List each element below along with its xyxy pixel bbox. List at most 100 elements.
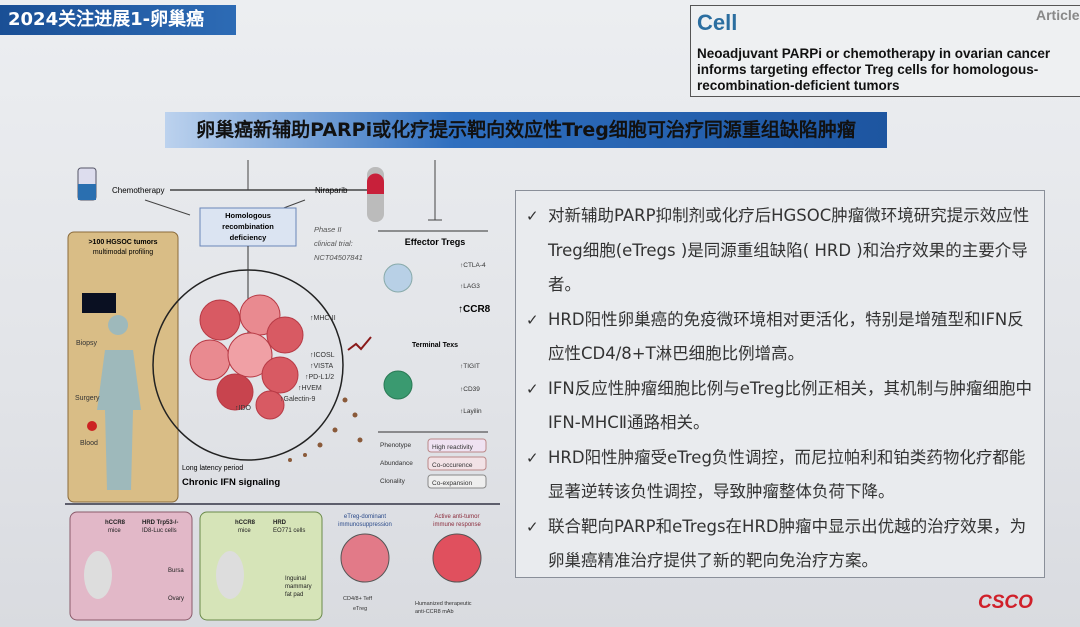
finding-item: ✓对新辅助PARP抑制剂或化疗后HGSOC肿瘤微环境研究提示效应性Treg细胞(… xyxy=(526,199,1034,303)
figure-shape: ↑TIGIT ↑CD39 ↑Layilin xyxy=(460,363,482,415)
figure-shape xyxy=(342,397,348,403)
journal-logo: Cell xyxy=(697,10,738,35)
figure-label: Ovary xyxy=(168,596,184,602)
figure-shape xyxy=(317,442,323,448)
finding-item: ✓HRD阳性卵巢癌的免疫微环境相对更活化，特别是增殖型和IFN反应性CD4/8+… xyxy=(526,303,1034,372)
figure-label: NCT04507841 xyxy=(314,253,363,262)
graphical-abstract: Chemotherapy Niraparib Homologous recomb… xyxy=(65,160,500,621)
check-icon: ✓ xyxy=(526,310,539,329)
figure-shape xyxy=(261,356,299,394)
figure-shape: ↑MHC-II↑ICOSL↑VISTA↑PD-L1/2↑HVEM↑Galecti… xyxy=(235,315,336,412)
figure-label: ↑ICOSL xyxy=(310,352,335,359)
figure-shape xyxy=(427,456,487,471)
figure-label: Blood xyxy=(80,440,98,447)
figure-label: Terminal Texs xyxy=(412,342,458,349)
tumor-cells xyxy=(189,294,304,420)
figure-label: Active anti-tumor xyxy=(434,514,479,520)
finding-item: ✓IFN反应性肿瘤细胞比例与eTreg比例正相关，其机制与肿瘤细胞中IFN-MH… xyxy=(526,372,1034,441)
figure-label: Surgery xyxy=(75,395,100,402)
figure-label: mice xyxy=(238,528,251,534)
figure-shape xyxy=(255,390,285,420)
figure-label: Abundance xyxy=(380,460,413,467)
figure-label: High reactivity xyxy=(432,444,474,451)
figure-label: Inguinal xyxy=(285,576,306,582)
figure-label: EO771 cells xyxy=(273,528,305,534)
key-findings-box: ✓对新辅助PARP抑制剂或化疗后HGSOC肿瘤微环境研究提示效应性Treg细胞(… xyxy=(515,190,1045,578)
figure-shape xyxy=(87,421,97,431)
figure-shape xyxy=(432,533,482,583)
paper-citation: Cell Article Neoadjuvant PARPi or chemot… xyxy=(690,5,1080,97)
figure-label: Co-occurence xyxy=(432,462,473,469)
figure-label: hCCR8 xyxy=(235,520,256,526)
figure-label: recombination xyxy=(222,222,274,231)
figure-label: Chronic IFN signaling xyxy=(182,477,280,488)
figure-shape xyxy=(288,458,292,462)
figure-label: >100 HGSOC tumors xyxy=(88,239,157,246)
figure-label: mice xyxy=(108,528,121,534)
csco-logo: CSCO xyxy=(978,592,1033,613)
figure-shape xyxy=(427,474,487,489)
figure-label: Long latency period xyxy=(182,465,243,472)
niraparib-label: Niraparib xyxy=(315,186,348,195)
figure-label: clinical trial: xyxy=(314,239,353,248)
figure-label: ↑IDO xyxy=(235,405,252,412)
check-icon: ✓ xyxy=(526,207,539,225)
figure-label: CD4/8+ Teff xyxy=(343,596,372,602)
figure-shape xyxy=(189,339,231,381)
figure-label: ↑Galectin-9 xyxy=(280,396,316,403)
figure-shape: Phase II clinical trial: NCT04507841 xyxy=(314,225,363,262)
figure-label: multimodal profiling xyxy=(93,249,153,256)
figure-shape xyxy=(144,199,191,216)
figure-label: hCCR8 xyxy=(105,520,126,526)
iv-bag-icon xyxy=(77,167,97,201)
figure-label: ↑CD39 xyxy=(460,386,480,393)
figure-label: ↑MHC-II xyxy=(310,315,336,322)
check-icon: ✓ xyxy=(526,517,539,536)
figure-label: ↑VISTA xyxy=(310,363,334,370)
figure-shape xyxy=(303,453,307,457)
check-icon: ✓ xyxy=(526,379,539,398)
article-type: Article xyxy=(1036,7,1080,23)
figure-label: anti-CCR8 mAb xyxy=(415,609,454,615)
figure-shape xyxy=(357,437,363,443)
figure-label: Co-expansion xyxy=(432,480,472,487)
figure-shape xyxy=(383,370,413,400)
figure-label: Biopsy xyxy=(76,340,98,347)
figure-label: ↑HVEM xyxy=(298,385,322,392)
patient-figure xyxy=(97,315,141,490)
mouse-icon xyxy=(84,551,112,599)
finding-item: ✓HRD阳性肿瘤受eTreg负性调控，而尼拉帕利和铂类药物化疗都能显著逆转该负性… xyxy=(526,441,1034,510)
figure-label: ↑TIGIT xyxy=(460,363,480,370)
figure-label: Effector Tregs xyxy=(405,237,466,247)
figure-label: ↑Layilin xyxy=(460,408,482,415)
figure-shape xyxy=(367,173,384,194)
figure-label: Clonality xyxy=(380,478,406,485)
figure-label: Bursa xyxy=(168,568,184,574)
chemotherapy-label: Chemotherapy xyxy=(112,186,164,195)
figure-label: deficiency xyxy=(230,233,268,242)
figure-shape xyxy=(332,427,338,433)
figure-label: ID8-Luc cells xyxy=(142,528,177,534)
figure-label: fat pad xyxy=(285,592,303,598)
figure-label: Phenotype xyxy=(380,442,411,449)
capsule-icon xyxy=(367,167,384,222)
slide-title: 卵巢癌新辅助PARPi或化疗提示靶向效应性Treg细胞可治疗同源重组缺陷肿瘤 xyxy=(165,112,887,148)
figure-shape xyxy=(288,397,363,462)
figure-label: HRD xyxy=(273,520,287,526)
figure-label: Phase II xyxy=(314,225,342,234)
figure-shape xyxy=(427,438,487,453)
figure-shape xyxy=(266,316,304,354)
figure-shape xyxy=(352,412,358,418)
figure-label: ↑CTLA-4 xyxy=(460,262,486,269)
mouse-icon xyxy=(216,551,244,599)
figure-label: Humanized therapeutic xyxy=(415,601,472,607)
figure-shape: ↑CTLA-4↑LAG3 xyxy=(460,262,486,290)
figure-shape xyxy=(340,533,390,583)
figure-label: ↑CCR8 xyxy=(458,304,491,315)
figure-shape xyxy=(78,184,96,200)
